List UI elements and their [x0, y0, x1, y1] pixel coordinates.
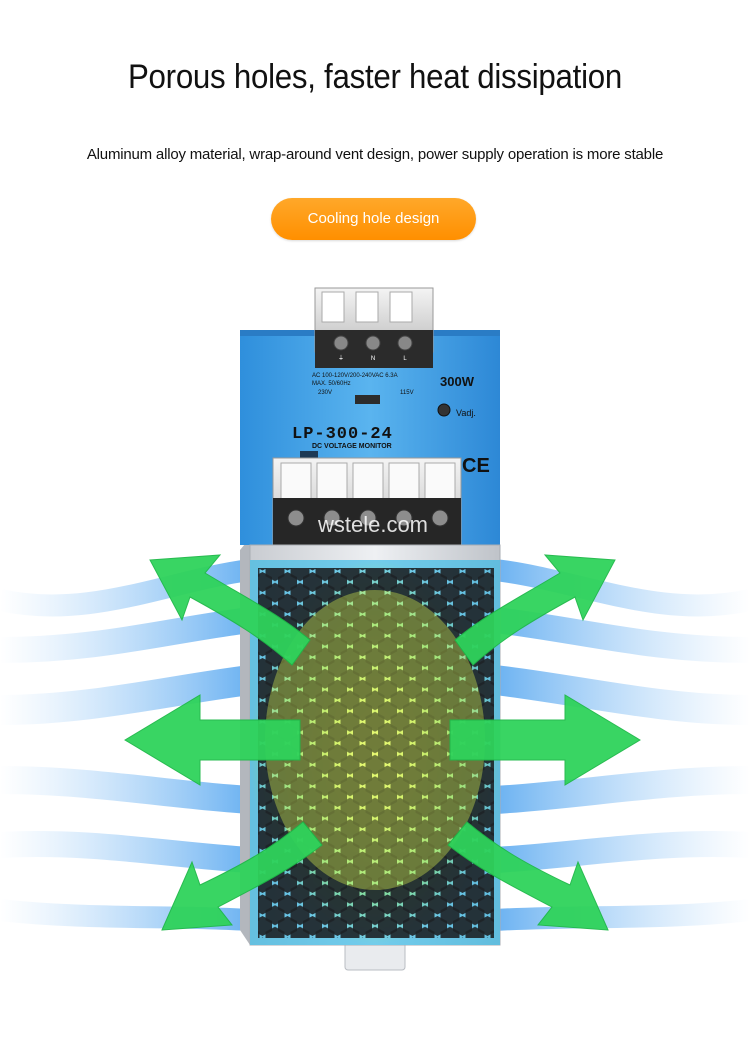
- arrow-left-icon: [124, 694, 301, 786]
- wattage-label: 300W: [440, 374, 475, 389]
- arrow-lower-right-icon: [447, 821, 609, 931]
- product-illustration: ⏚ N L AC 100-120V/200-240VAC 6.3A MAX. 5…: [0, 270, 750, 1045]
- arrow-upper-right-icon: [454, 554, 616, 666]
- output-terminal-block: [272, 457, 462, 551]
- model-label: LP-300-24: [292, 425, 393, 444]
- spec-line-2: MAX. 50/60Hz: [312, 381, 351, 387]
- page-subtitle: Aluminum alloy material, wrap-around ven…: [86, 146, 664, 163]
- arrow-right-icon: [449, 694, 641, 786]
- vadj-potentiometer-icon: [437, 403, 451, 417]
- terminal-ground-label: ⏚: [338, 355, 344, 362]
- ce-mark: CE: [462, 455, 490, 477]
- feature-badge: Cooling hole design: [271, 198, 476, 240]
- switch-left-label: 230V: [318, 390, 332, 396]
- spec-line-1: AC 100-120V/200-240VAC 6.3A: [312, 373, 398, 379]
- arrow-upper-left-icon: [149, 554, 311, 666]
- switch-right-label: 115V: [400, 390, 414, 396]
- top-terminal-block: ⏚ N L: [314, 287, 434, 368]
- product-scene: ⏚ N L AC 100-120V/200-240VAC 6.3A MAX. 5…: [0, 287, 750, 971]
- led-indicator: [300, 451, 318, 459]
- watermark: wstele.com: [317, 512, 428, 537]
- arrow-lower-left-icon: [161, 821, 323, 931]
- terminal-n-label: N: [371, 356, 375, 362]
- voltage-switch: [355, 395, 380, 404]
- airflow-arrows: [124, 554, 641, 931]
- page-title: Porous holes, faster heat dissipation: [127, 58, 623, 96]
- vadj-label: Vadj.: [456, 408, 476, 418]
- monitor-label: DC VOLTAGE MONITOR: [312, 443, 392, 450]
- terminal-l-label: L: [403, 356, 407, 362]
